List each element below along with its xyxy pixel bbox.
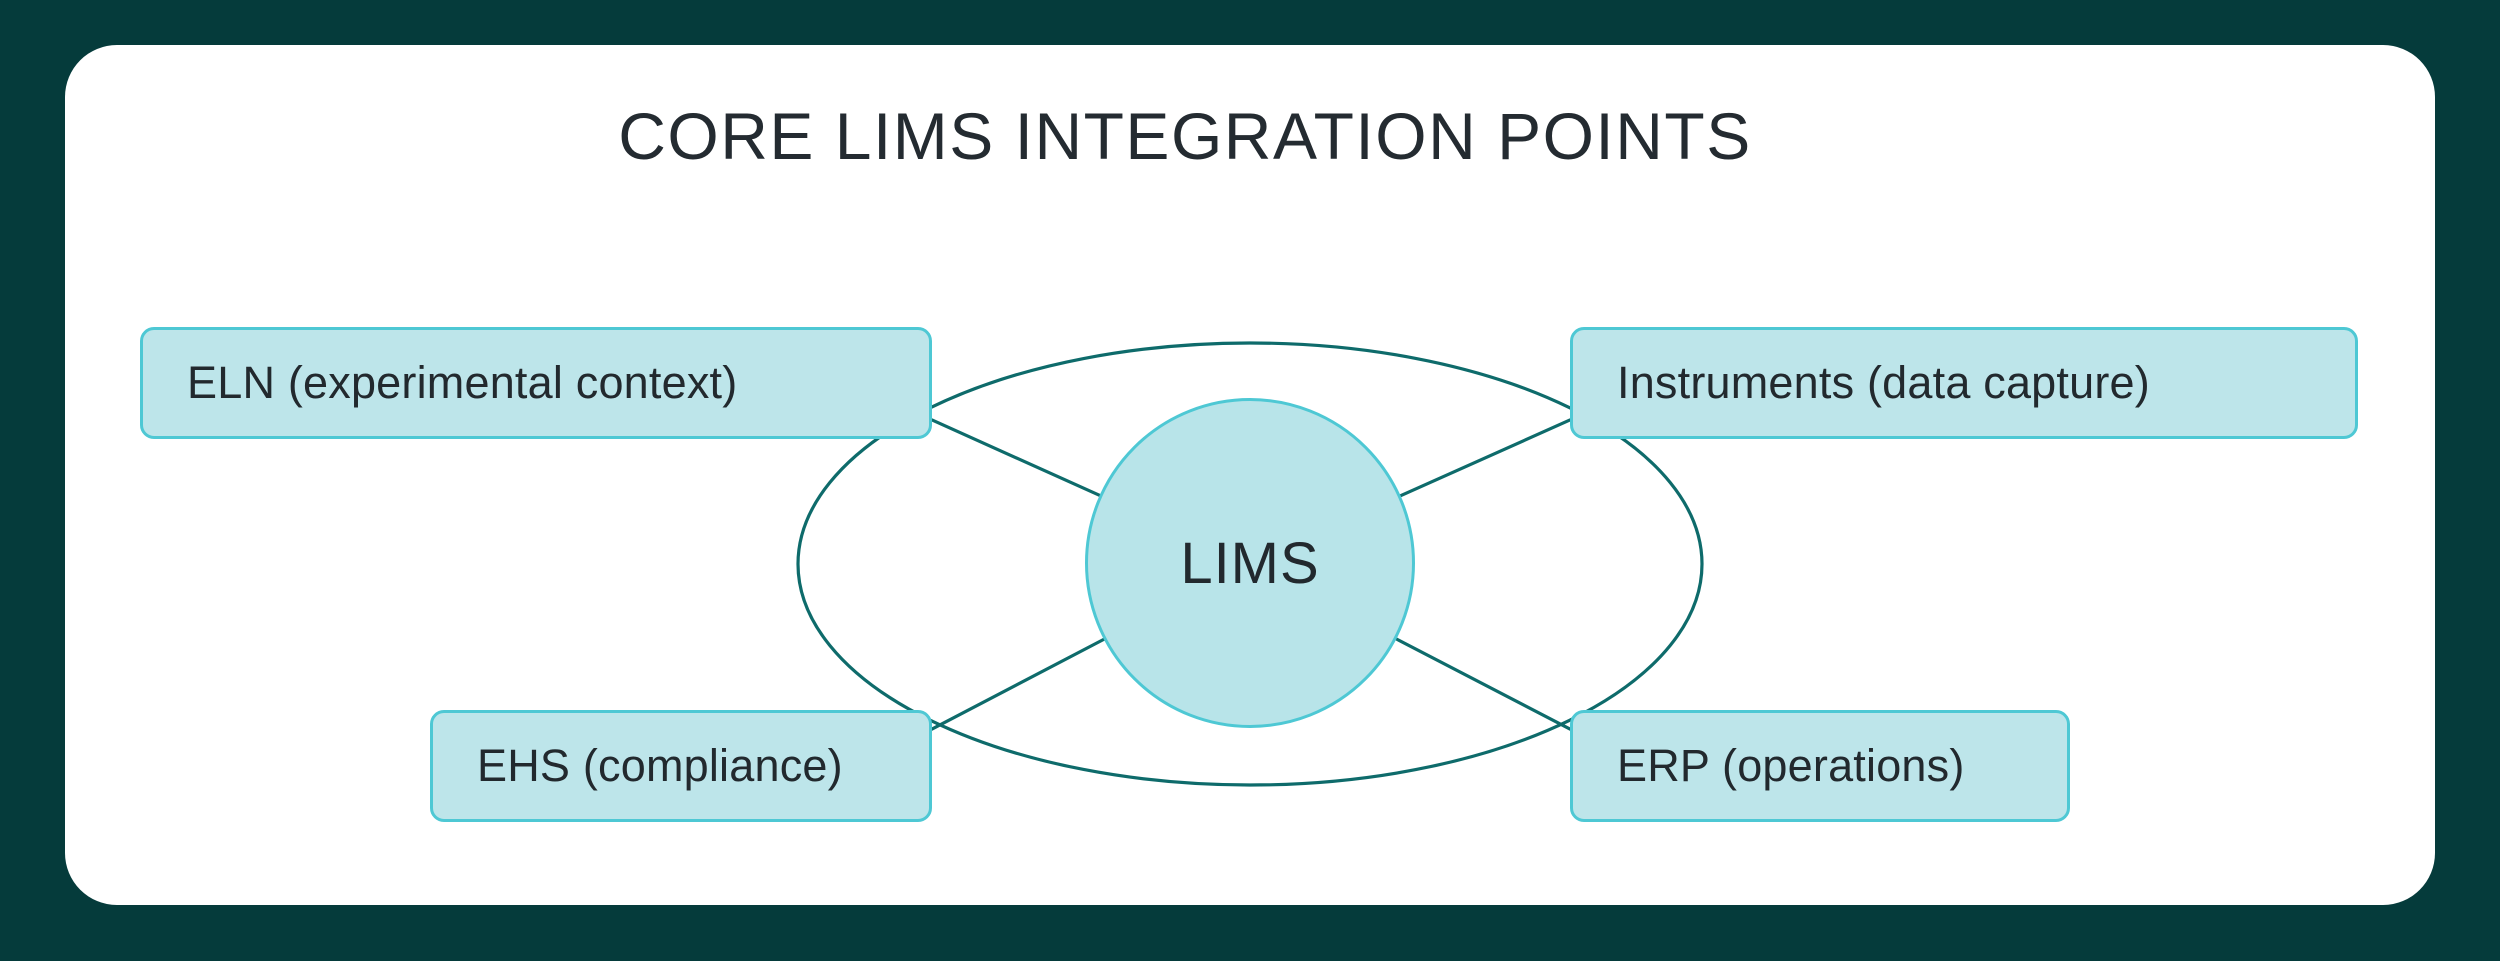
hub-node-lims[interactable]: LIMS — [1085, 398, 1415, 728]
node-erp[interactable]: ERP (operations) — [1570, 710, 2070, 822]
page-title: CORE LIMS INTEGRATION POINTS — [618, 99, 1752, 173]
node-erp-label: ERP (operations) — [1617, 740, 1965, 791]
node-instruments[interactable]: Instruments (data capture) — [1570, 327, 2358, 439]
node-instruments-label: Instruments (data capture) — [1617, 357, 2150, 408]
node-ehs-label: EHS (compliance) — [477, 740, 843, 791]
node-ehs[interactable]: EHS (compliance) — [430, 710, 932, 822]
hub-node-label: LIMS — [1180, 530, 1320, 596]
node-eln[interactable]: ELN (experimental context) — [140, 327, 932, 439]
node-eln-label: ELN (experimental context) — [187, 357, 738, 408]
